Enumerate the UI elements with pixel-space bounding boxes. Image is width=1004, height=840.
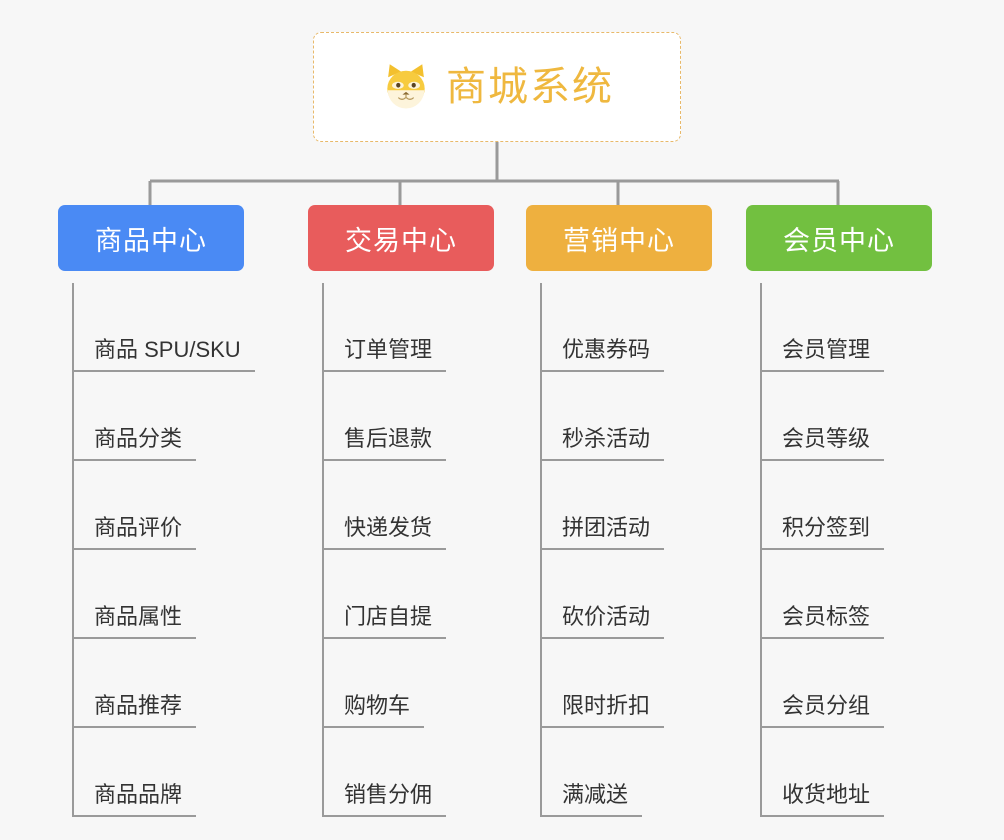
leaf-label: 会员分组 bbox=[760, 695, 885, 728]
list-item[interactable]: 收货地址 bbox=[760, 728, 932, 817]
leaf-label: 满减送 bbox=[540, 784, 643, 817]
list-item[interactable]: 商品 SPU/SKU bbox=[72, 283, 255, 372]
leaf-label: 砍价活动 bbox=[540, 606, 665, 639]
list-item[interactable]: 限时折扣 bbox=[540, 639, 712, 728]
list-item[interactable]: 销售分佣 bbox=[322, 728, 494, 817]
leaf-list-member: 会员管理 会员等级 积分签到 会员标签 会员分组 收货地址 bbox=[746, 283, 932, 817]
list-item[interactable]: 商品评价 bbox=[72, 461, 244, 550]
list-item[interactable]: 会员分组 bbox=[760, 639, 932, 728]
leaf-label: 商品分类 bbox=[72, 428, 197, 461]
root-node-shop-system[interactable]: 商城系统 bbox=[313, 32, 681, 142]
category-column-marketing: 营销中心 优惠券码 秒杀活动 拼团活动 砍价活动 限时折扣 满减送 bbox=[526, 205, 712, 817]
leaf-label: 积分签到 bbox=[760, 517, 885, 550]
category-header-label: 交易中心 bbox=[345, 225, 457, 256]
list-item[interactable]: 会员管理 bbox=[760, 283, 932, 372]
leaf-label: 门店自提 bbox=[322, 606, 447, 639]
leaf-label: 秒杀活动 bbox=[540, 428, 665, 461]
leaf-label: 商品 SPU/SKU bbox=[72, 339, 255, 372]
leaf-list-trade: 订单管理 售后退款 快递发货 门店自提 购物车 销售分佣 bbox=[308, 283, 494, 817]
list-item[interactable]: 优惠券码 bbox=[540, 283, 712, 372]
leaf-label: 购物车 bbox=[322, 695, 425, 728]
list-item[interactable]: 订单管理 bbox=[322, 283, 494, 372]
list-item[interactable]: 商品推荐 bbox=[72, 639, 244, 728]
list-item[interactable]: 砍价活动 bbox=[540, 550, 712, 639]
list-item[interactable]: 商品品牌 bbox=[72, 728, 244, 817]
shiba-inu-face-icon bbox=[387, 64, 425, 109]
category-column-trade: 交易中心 订单管理 售后退款 快递发货 门店自提 购物车 销售分佣 bbox=[308, 205, 494, 817]
list-item[interactable]: 商品属性 bbox=[72, 550, 244, 639]
list-item[interactable]: 秒杀活动 bbox=[540, 372, 712, 461]
category-column-product: 商品中心 商品 SPU/SKU 商品分类 商品评价 商品属性 商品推荐 商品品牌 bbox=[58, 205, 255, 817]
list-item[interactable]: 积分签到 bbox=[760, 461, 932, 550]
leaf-label: 快递发货 bbox=[322, 517, 447, 550]
category-header-label: 营销中心 bbox=[563, 225, 675, 256]
list-item[interactable]: 门店自提 bbox=[322, 550, 494, 639]
leaf-label: 会员标签 bbox=[760, 606, 885, 639]
leaf-list-product: 商品 SPU/SKU 商品分类 商品评价 商品属性 商品推荐 商品品牌 bbox=[58, 283, 255, 817]
root-node-title: 商城系统 bbox=[446, 65, 614, 109]
leaf-rail bbox=[540, 283, 542, 817]
category-header-marketing[interactable]: 营销中心 bbox=[526, 205, 712, 271]
category-column-member: 会员中心 会员管理 会员等级 积分签到 会员标签 会员分组 收货地址 bbox=[746, 205, 932, 817]
list-item[interactable]: 满减送 bbox=[540, 728, 712, 817]
leaf-list-marketing: 优惠券码 秒杀活动 拼团活动 砍价活动 限时折扣 满减送 bbox=[526, 283, 712, 817]
category-header-product[interactable]: 商品中心 bbox=[58, 205, 244, 271]
leaf-label: 售后退款 bbox=[322, 428, 447, 461]
category-header-label: 会员中心 bbox=[783, 225, 895, 256]
leaf-label: 会员等级 bbox=[760, 428, 885, 461]
category-header-label: 商品中心 bbox=[95, 225, 207, 256]
list-item[interactable]: 拼团活动 bbox=[540, 461, 712, 550]
category-header-trade[interactable]: 交易中心 bbox=[308, 205, 494, 271]
leaf-label: 商品属性 bbox=[72, 606, 197, 639]
list-item[interactable]: 购物车 bbox=[322, 639, 494, 728]
list-item[interactable]: 售后退款 bbox=[322, 372, 494, 461]
category-header-member[interactable]: 会员中心 bbox=[746, 205, 932, 271]
leaf-label: 商品评价 bbox=[72, 517, 197, 550]
leaf-label: 商品品牌 bbox=[72, 784, 197, 817]
leaf-label: 商品推荐 bbox=[72, 695, 197, 728]
list-item[interactable]: 快递发货 bbox=[322, 461, 494, 550]
list-item[interactable]: 商品分类 bbox=[72, 372, 244, 461]
leaf-label: 收货地址 bbox=[760, 784, 885, 817]
leaf-label: 会员管理 bbox=[760, 339, 885, 372]
leaf-label: 拼团活动 bbox=[540, 517, 665, 550]
list-item[interactable]: 会员等级 bbox=[760, 372, 932, 461]
leaf-rail bbox=[760, 283, 762, 817]
leaf-label: 优惠券码 bbox=[540, 339, 665, 372]
leaf-rail bbox=[72, 283, 74, 817]
list-item[interactable]: 会员标签 bbox=[760, 550, 932, 639]
leaf-label: 订单管理 bbox=[322, 339, 447, 372]
leaf-rail bbox=[322, 283, 324, 817]
leaf-label: 限时折扣 bbox=[540, 695, 665, 728]
leaf-label: 销售分佣 bbox=[322, 784, 447, 817]
